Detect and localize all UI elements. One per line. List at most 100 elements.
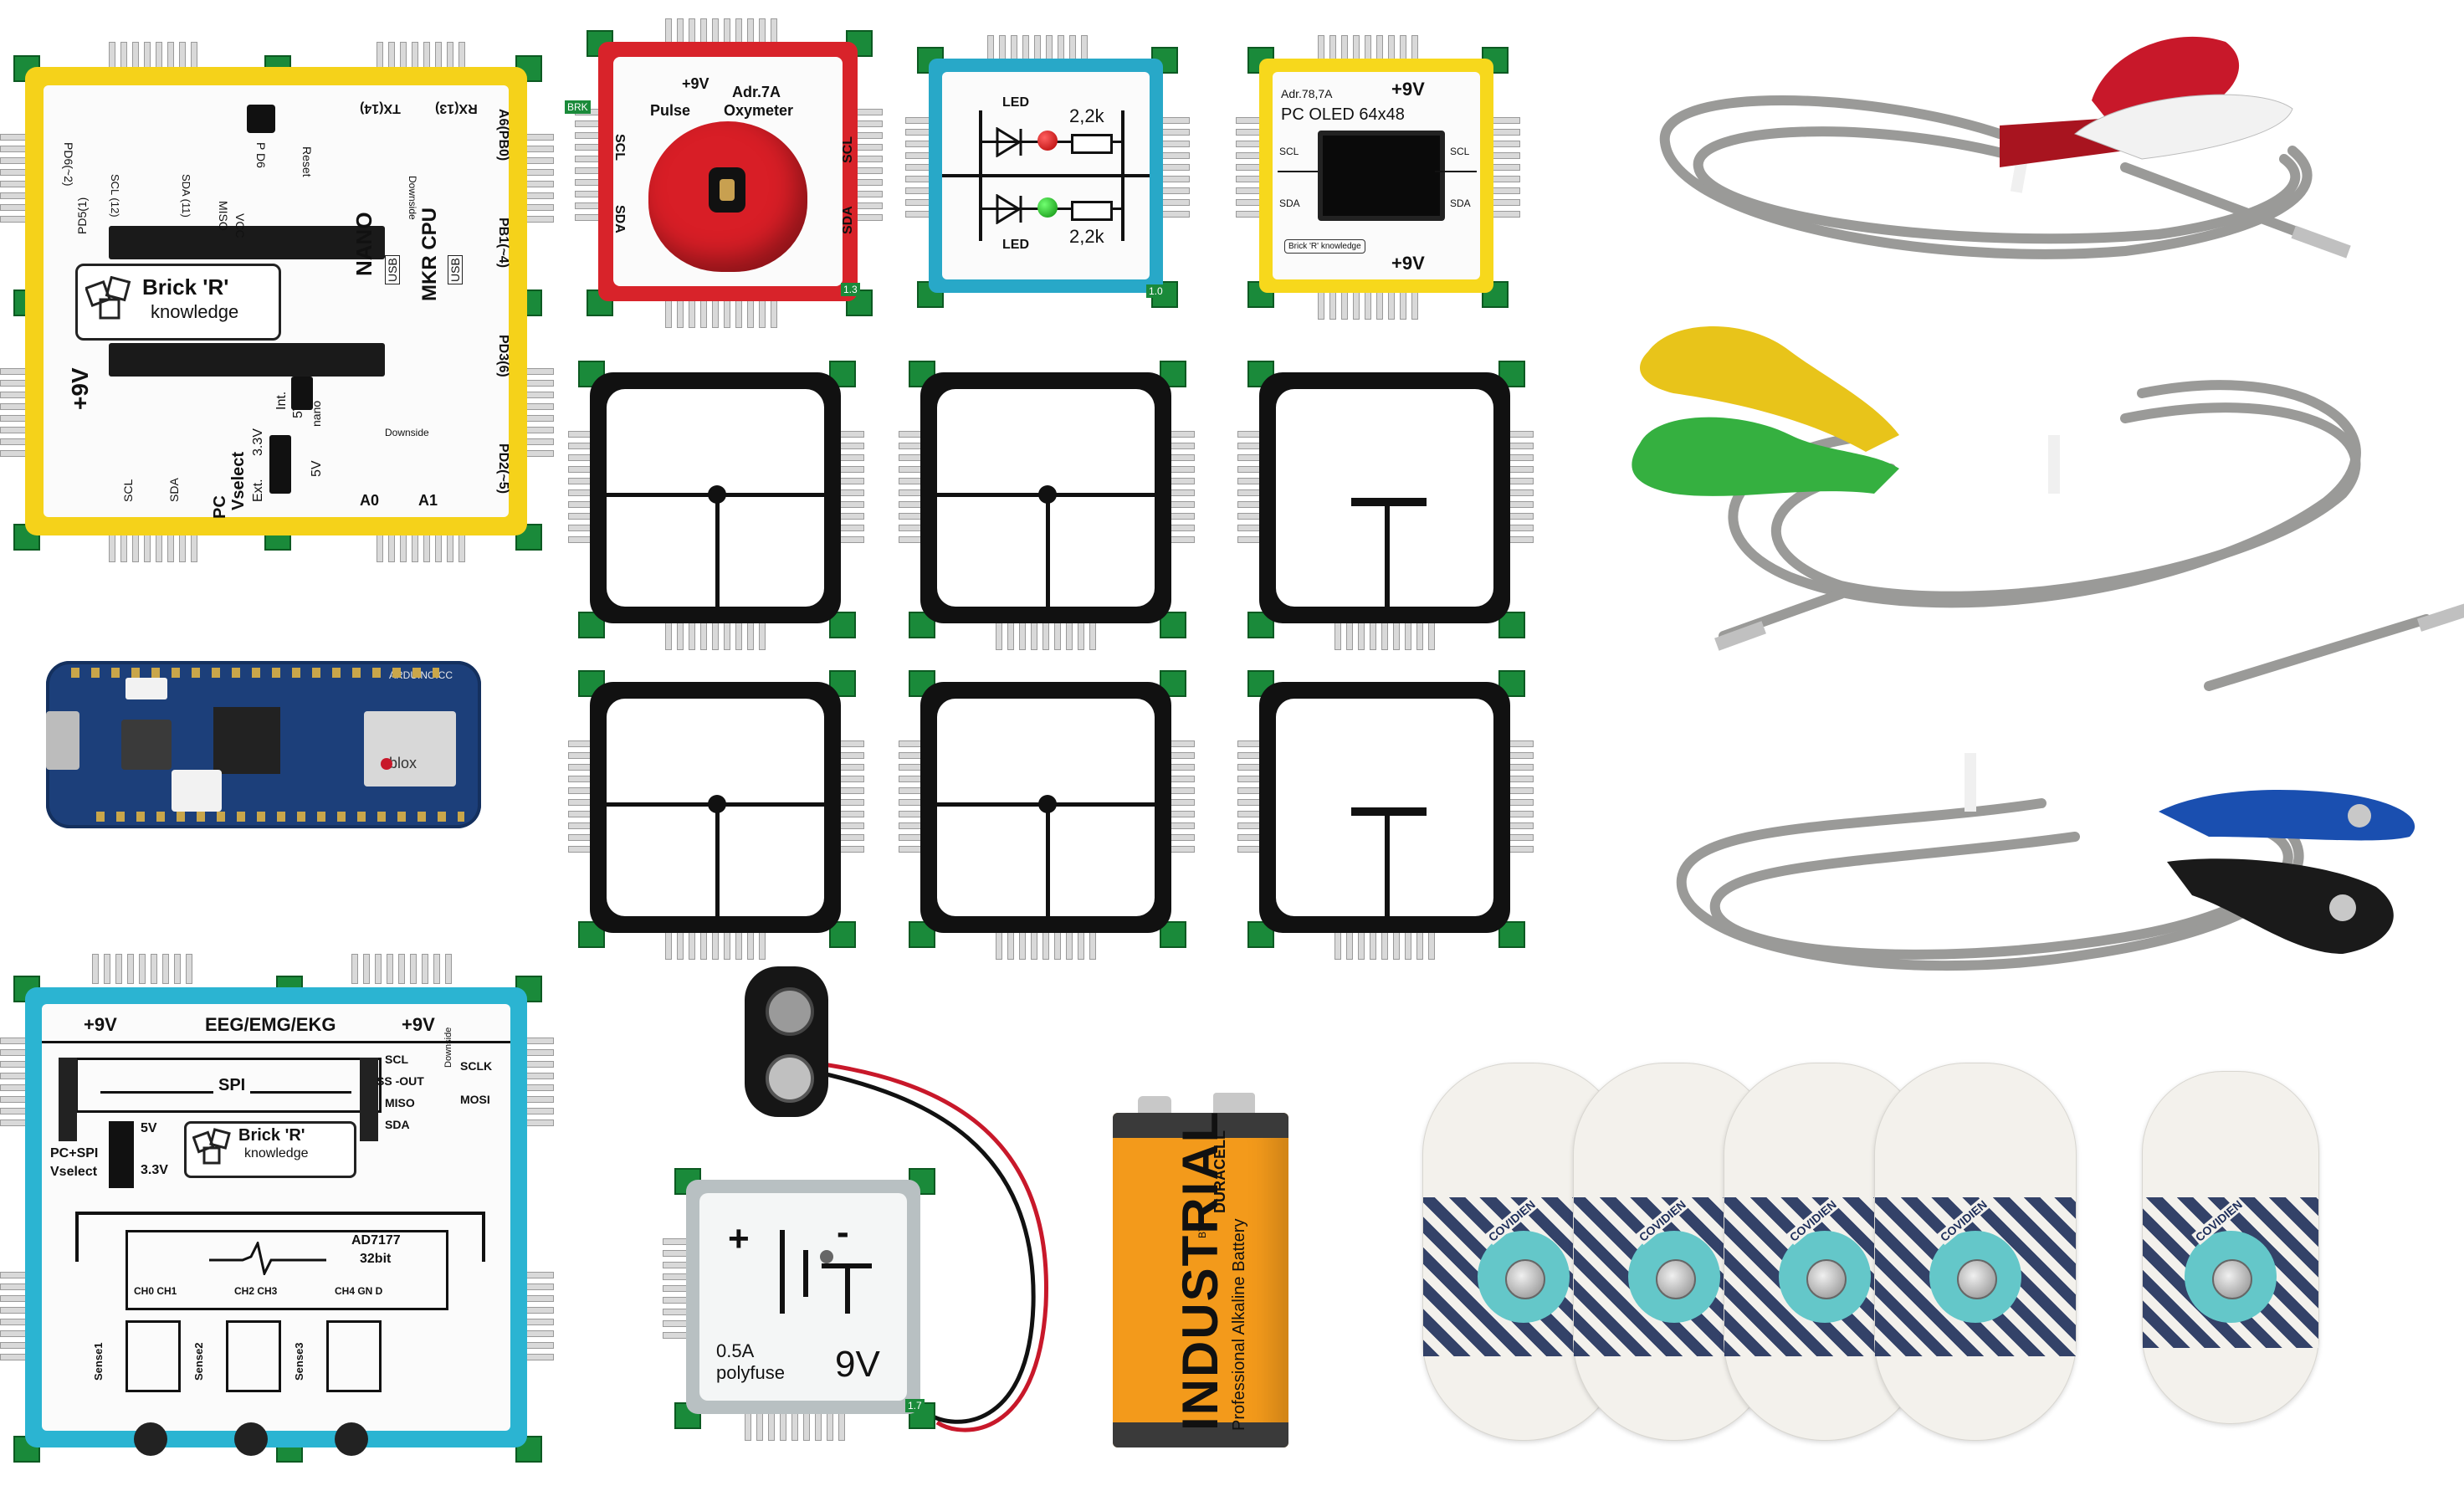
brick-logo-icon [192, 1128, 231, 1165]
snap-terminal-icon [766, 987, 814, 1036]
scl-left-label: SCL [1279, 146, 1299, 157]
version-label: 1.0 [1146, 284, 1165, 298]
pd2-label: PD2(~5) [496, 443, 510, 494]
logo-subtext: knowledge [244, 1146, 309, 1161]
a0-label: A0 [360, 492, 380, 509]
plus9v-right-label: +9V [402, 1014, 435, 1035]
pd6b-label: PD6(~2) [62, 142, 75, 187]
downside-label: Downside [443, 1027, 453, 1068]
snap-connector-black-icon [2167, 858, 2394, 954]
ublox-module [364, 711, 456, 786]
sense1-circuit [126, 1320, 181, 1392]
ch4-label: CH4 GN D [335, 1285, 383, 1297]
arduino-mkr-board: blox ARDUINO.CC [46, 661, 481, 828]
ss-out-label: SS -OUT [377, 1074, 424, 1088]
sense2-label: Sense2 [192, 1342, 205, 1381]
eeg-title: EEG/EMG/EKG [205, 1014, 336, 1035]
scl-right-label: SCL [841, 136, 855, 163]
tx-label: TX(14) [360, 101, 401, 115]
int-label: Int. [274, 391, 289, 410]
side-code-label: BRK [565, 100, 591, 114]
resistor-top [1071, 134, 1113, 154]
wire-brick-junction [899, 670, 1195, 960]
pd5-label: PD5(1) [75, 197, 89, 234]
snap-connector-white-icon [2074, 94, 2293, 160]
ecg-wave-icon [209, 1242, 326, 1275]
version-label: 1.3 [841, 283, 860, 296]
sda-label: SDA [167, 478, 181, 502]
sense3-label: Sense3 [293, 1342, 305, 1381]
battery-by-label: BY [1196, 1224, 1208, 1238]
ublox-logo-icon [381, 758, 392, 770]
module-brand-label: blox [389, 755, 417, 771]
logo-badge: Brick 'R' knowledge [1284, 239, 1365, 254]
sense2-circuit [226, 1320, 281, 1392]
pb1-label: PB1(~4) [496, 218, 510, 269]
jumper-nano[interactable] [291, 377, 313, 410]
pin-pads-top [71, 668, 439, 678]
sda-label: SDA [385, 1118, 410, 1131]
rx-label: RX(13) [435, 101, 478, 115]
wire-brick-junction [568, 670, 864, 960]
sclk-label: SCLK [460, 1059, 493, 1073]
resistor-bottom [1071, 201, 1113, 221]
dual-led-brick: LED 2,2k LED 2,2k 1.0 [905, 35, 1190, 308]
oled-screen [1318, 131, 1445, 221]
vcc-label: VCC [233, 213, 247, 238]
polyfuse-label: polyfuse [716, 1362, 785, 1383]
battery-connector [172, 770, 222, 812]
sda11-label: SDA (11) [180, 174, 192, 218]
spi-label: SPI [213, 1076, 251, 1095]
pc-label: PC [211, 495, 229, 519]
plus9v-bottom-label: +9V [1391, 253, 1425, 274]
miso-label: MISO [385, 1096, 415, 1109]
v33-label: 3.3V [251, 428, 265, 456]
minus-label: - [837, 1212, 849, 1253]
mosi-label: MOSI [460, 1093, 490, 1106]
scl-left-label: SCL [612, 134, 627, 161]
adc-chip-box [126, 1230, 448, 1310]
scl-right-label: SCL [1450, 146, 1470, 157]
nano-header-bottom [109, 343, 385, 377]
eeg-emg-ekg-brick: +9V EEG/EMG/EKG +9V SPI SCL SS -OUT MISO… [0, 954, 554, 1463]
downside-label-top: Downside [407, 176, 418, 220]
reset-button[interactable] [247, 105, 275, 133]
jack-socket-1[interactable] [134, 1422, 167, 1456]
sda-right-label: SDA [841, 206, 855, 234]
battery-snap-clip [745, 966, 828, 1117]
oxymeter-label: Oxymeter [724, 102, 794, 119]
v5-label: 5V [141, 1121, 157, 1135]
pin-pads-bottom [96, 812, 464, 822]
snap-terminal-icon [766, 1054, 814, 1103]
usb-label-right: USB [448, 255, 463, 284]
oled-title: PC OLED 64x48 [1281, 105, 1405, 124]
diode-symbol-icon [996, 194, 1022, 224]
chip-small [121, 720, 172, 770]
a6-label: A6(PB0) [496, 109, 510, 161]
oled-display-brick: Adr.78,7A +9V PC OLED 64x48 SCL SCL SDA … [1236, 35, 1520, 320]
snap-connector-blue-icon [2159, 790, 2415, 841]
voltage-label: 9V [835, 1344, 880, 1385]
diode-symbol-icon [996, 127, 1022, 157]
plus9v-label: +9V [682, 75, 709, 92]
battery-terminal-icon [1213, 1093, 1255, 1116]
ecg-electrode-pad: COVIDIEN [1874, 1063, 2077, 1441]
chip-label: AD7177 [351, 1233, 401, 1248]
vselect-jumper[interactable] [109, 1121, 134, 1188]
jack-socket-3[interactable] [335, 1422, 368, 1456]
ch0-label: CH0 CH1 [134, 1285, 177, 1297]
resistor-bottom-label: 2,2k [1069, 226, 1104, 247]
header-left [59, 1058, 77, 1141]
snap-connector-green-icon [1632, 417, 1899, 496]
plus9v-top-label: +9V [1391, 79, 1425, 100]
green-led-icon [1037, 197, 1058, 218]
jack-socket-2[interactable] [234, 1422, 268, 1456]
ext-label: Ext. [251, 479, 265, 502]
electrode-snap-stud-icon [2212, 1259, 2252, 1299]
microcontroller-chip [213, 707, 280, 774]
sense3-circuit [326, 1320, 382, 1392]
jumper-select[interactable] [269, 435, 291, 494]
downside-label-bottom: Downside [385, 427, 429, 438]
scl-label: SCL [121, 479, 135, 502]
a1-label: A1 [418, 492, 438, 509]
